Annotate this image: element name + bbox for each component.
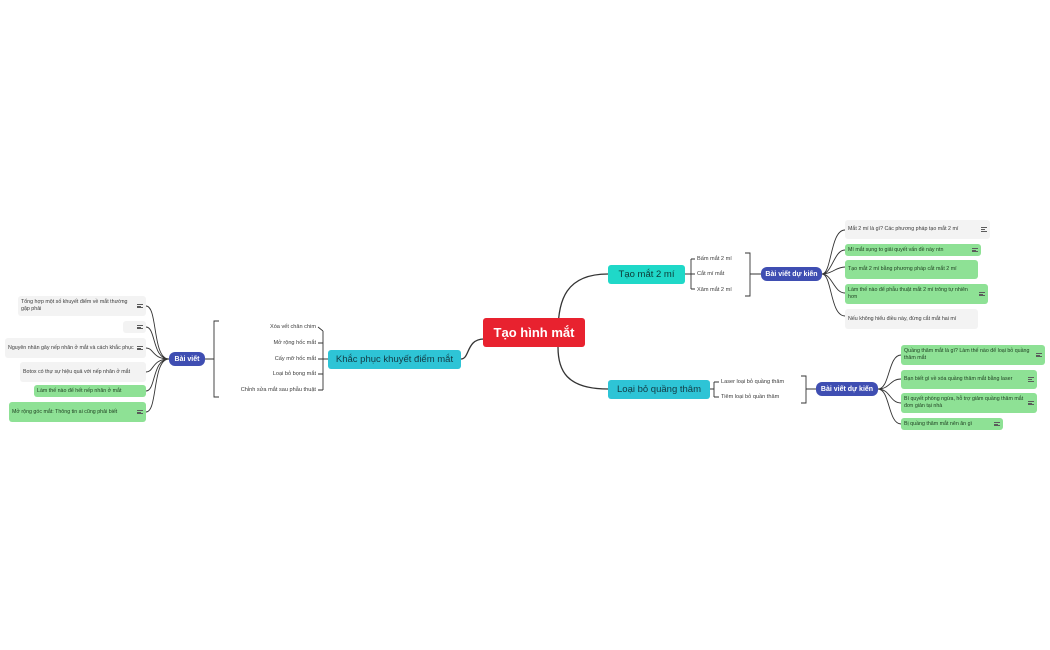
sub-xam-mat-2-mi[interactable]: Xăm mắt 2 mí: [697, 287, 732, 293]
sub-xoa-vet-chan-chim[interactable]: Xóa vết chân chim: [269, 324, 316, 330]
article-item[interactable]: Làm thế nào để hết nếp nhăn ở mắt: [34, 385, 146, 397]
sub-chinh-sua-mat-sau-phau-thuat[interactable]: Chỉnh sửa mắt sau phẫu thuật: [240, 387, 316, 393]
sub-loai-bo-bong-mat[interactable]: Loại bỏ bọng mắt: [272, 371, 316, 377]
article-item[interactable]: Bạn biết gì về xóa quầng thâm mắt bằng l…: [901, 370, 1037, 389]
article-item[interactable]: Bí quyết phòng ngừa, hỗ trợ giảm quầng t…: [901, 393, 1037, 413]
article-item[interactable]: [123, 321, 146, 333]
connector-quangtham-subs: [710, 381, 719, 398]
connector-khacphuc-subs: [317, 326, 328, 391]
connector-khacphuc-articles: [145, 305, 170, 413]
note-lines-icon[interactable]: [972, 247, 978, 253]
bracket-mat2mi: [745, 252, 761, 297]
branch-loai-bo-quang-tham[interactable]: Loại bỏ quầng thâm: [608, 380, 710, 399]
note-lines-icon[interactable]: [137, 345, 143, 351]
bracket-khacphuc: [205, 320, 219, 398]
branch-label: Khắc phục khuyết điểm mắt: [335, 354, 454, 365]
group-bai-viet-khacphuc[interactable]: Bài viết: [169, 352, 205, 366]
branch-khac-phuc-khuyet-diem-mat[interactable]: Khắc phục khuyết điểm mắt: [328, 350, 461, 369]
note-lines-icon[interactable]: [994, 421, 1000, 427]
branch-label: Tạo mắt 2 mí: [618, 269, 675, 280]
sub-cay-mo-hoc-mat[interactable]: Cấy mỡ hốc mắt: [274, 356, 316, 362]
article-item[interactable]: Nguyên nhân gây nếp nhăn ở mắt và cách k…: [5, 338, 146, 358]
connector-root-khacphuc: [460, 338, 485, 360]
connector-mat2mi-articles: [821, 229, 846, 317]
article-item[interactable]: Botox có thự sự hiệu quả với nếp nhăn ở …: [20, 362, 146, 382]
article-item[interactable]: Làm thế nào để phẫu thuật mắt 2 mí trông…: [845, 284, 988, 304]
connector-quangtham-articles: [877, 354, 902, 425]
root-topic-label: Tạo hình mắt: [493, 325, 575, 340]
sub-tiem-loai-bo-quan-tham[interactable]: Tiêm loại bỏ quần thâm: [721, 394, 780, 400]
article-item[interactable]: Nếu không hiểu điều này, đừng cắt mắt ha…: [845, 309, 978, 329]
note-lines-icon[interactable]: [137, 324, 143, 330]
article-item[interactable]: Bị quầng thâm mắt nên ăn gì: [901, 418, 1003, 430]
root-topic[interactable]: Tạo hình mắt: [483, 318, 585, 347]
article-item[interactable]: Tổng hợp một số khuyết điểm về mắt thườn…: [18, 296, 146, 316]
note-lines-icon[interactable]: [137, 409, 143, 415]
article-item[interactable]: Mở rộng góc mắt: Thông tin ai cũng phải …: [9, 402, 146, 422]
note-lines-icon[interactable]: [1036, 352, 1042, 358]
sub-bam-mat-2-mi[interactable]: Bấm mắt 2 mí: [697, 256, 732, 262]
article-item[interactable]: Tạo mắt 2 mí bằng phương pháp cắt mắt 2 …: [845, 260, 978, 279]
connector-mat2mi-subs: [685, 258, 695, 290]
note-lines-icon[interactable]: [137, 303, 143, 309]
note-lines-icon[interactable]: [1028, 400, 1034, 406]
note-lines-icon[interactable]: [981, 227, 987, 232]
article-item[interactable]: Quầng thâm mắt là gì? Làm thế nào để loạ…: [901, 345, 1045, 365]
note-lines-icon[interactable]: [979, 291, 985, 297]
note-lines-icon[interactable]: [1028, 377, 1034, 382]
connector-root-quangtham: [557, 346, 609, 390]
group-bai-viet-du-kien-mat2mi[interactable]: Bài viết dự kiến: [761, 267, 822, 281]
branch-tao-mat-2-mi[interactable]: Tạo mắt 2 mí: [608, 265, 685, 284]
article-item[interactable]: Mí mắt sụng to giải quyết vấn đề này ntn: [845, 244, 981, 256]
group-bai-viet-du-kien-quangtham[interactable]: Bài viết dự kiến: [816, 382, 878, 396]
sub-cat-mi-mat[interactable]: Cắt mí mắt: [697, 271, 725, 277]
sub-mo-rong-hoc-mat[interactable]: Mở rộng hốc mắt: [273, 340, 316, 346]
bracket-quangtham: [801, 375, 816, 404]
article-item[interactable]: Mắt 2 mí là gì? Các phương pháp tạo mắt …: [845, 220, 990, 239]
branch-label: Loại bỏ quầng thâm: [617, 384, 701, 395]
sub-laser-loai-bo-quang-tham[interactable]: Laser loại bỏ quầng thâm: [721, 379, 785, 385]
